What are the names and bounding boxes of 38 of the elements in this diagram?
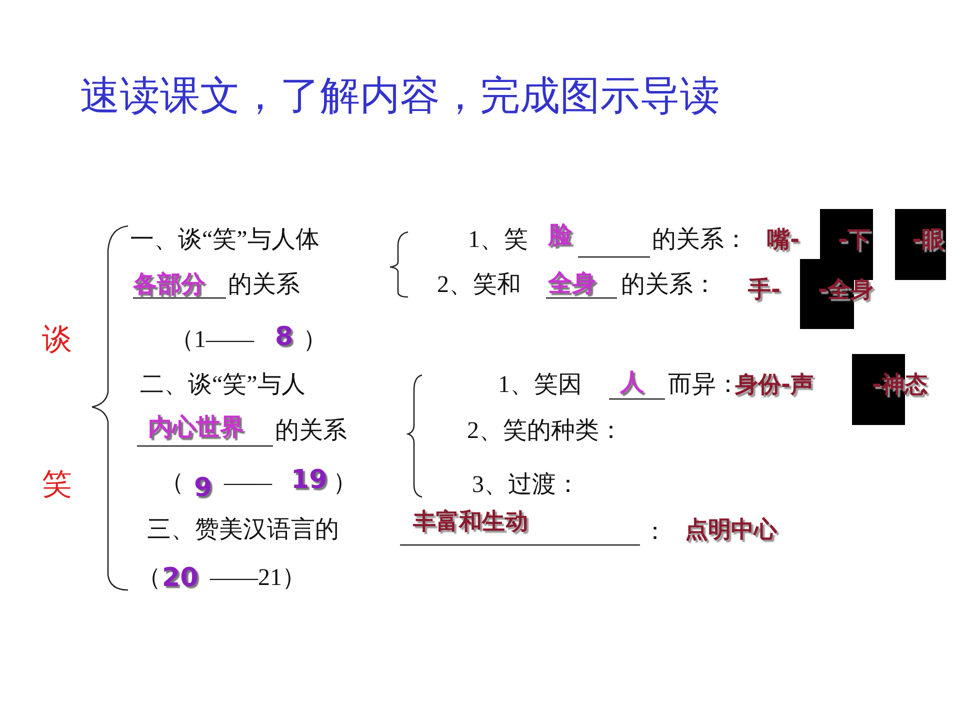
slide-title: 速读课文，了解内容，完成图示导读 — [80, 72, 720, 120]
outline-text: ） — [303, 328, 327, 352]
answer-text: 内心世界 — [148, 415, 244, 439]
outline-text: 3、过渡： — [472, 473, 580, 497]
side-heading: 谈 — [42, 325, 72, 355]
paragraph-number: 9 — [194, 475, 212, 501]
outline-text: 一、谈“笑”与人体 — [130, 228, 320, 252]
outline-text: （ — [137, 566, 161, 590]
outline-text: —— — [224, 471, 272, 495]
answer-text: -眼 — [912, 228, 945, 252]
paragraph-number: 19 — [291, 467, 328, 493]
answer-text: 人 — [620, 370, 644, 394]
answer-text: 嘴- — [767, 228, 800, 252]
outline-text: 1、笑因 — [498, 373, 582, 397]
answer-text: 各部分 — [133, 272, 205, 296]
answer-text: 全身 — [548, 271, 596, 295]
answer-text: 丰富和生动 — [413, 510, 528, 534]
outline-text: 的关系： — [621, 273, 717, 297]
outline-text: ） — [333, 471, 357, 495]
outline-text: （ — [160, 471, 184, 495]
outline-text: ——21） — [210, 566, 306, 590]
answer-text: -下 — [838, 228, 871, 252]
side-heading: 笑 — [42, 470, 72, 500]
outline-text: 的关系 — [228, 273, 300, 297]
outline-text: 的关系 — [275, 419, 347, 443]
answer-text: 脸 — [548, 223, 572, 247]
outline-text: （1—— — [170, 328, 254, 352]
answer-text: 点明中心 — [685, 518, 777, 542]
outline-text: 2、笑和 — [437, 273, 521, 297]
outline-text: 二、谈“笑”与人 — [140, 373, 306, 397]
outline-text: 的关系： — [652, 228, 748, 252]
outline-text: 2、笑的种类： — [467, 419, 623, 443]
outline-text: 三、赞美汉语言的 — [147, 518, 339, 542]
outline-text: ： — [643, 520, 667, 544]
answer-text: 手- — [748, 278, 781, 302]
outline-text: 1、笑 — [468, 228, 528, 252]
paragraph-number: 8 — [275, 324, 294, 350]
paragraph-number: 20 — [162, 565, 198, 591]
